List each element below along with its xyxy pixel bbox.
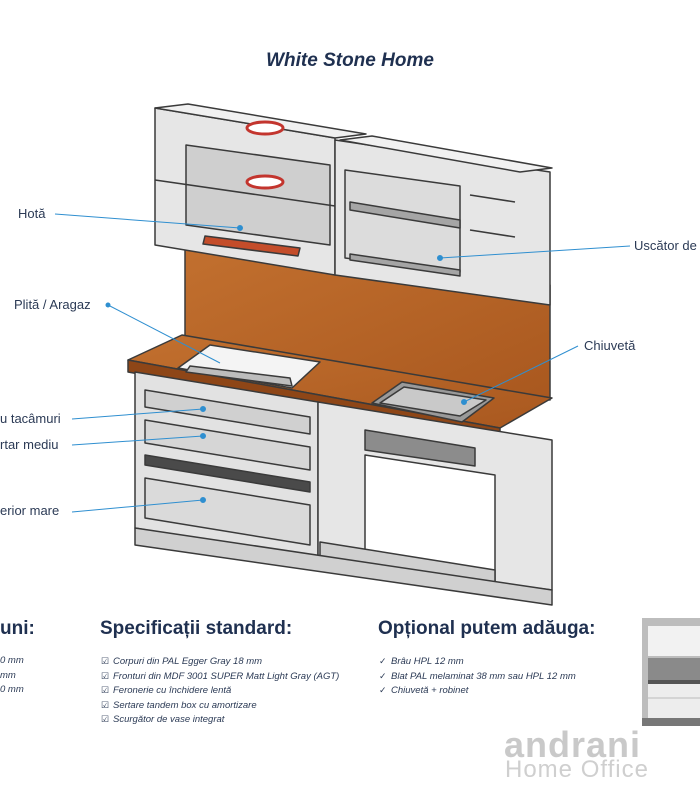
list-item: 0 mm	[0, 684, 24, 695]
list-item: 0 mm	[0, 655, 24, 666]
callout-hota: Hotă	[18, 206, 46, 221]
list-item: ☑Scurgător de vase integrat	[101, 714, 225, 725]
check-circle-icon: ☑	[101, 656, 110, 666]
callout-tacamuri: u tacâmuri	[0, 411, 61, 426]
kitchen-drawing	[54, 103, 631, 606]
optional-list: ✓Brâu HPL 12 mm ✓Blat PAL melaminat 38 m…	[379, 654, 576, 698]
list-item: ✓Blat PAL melaminat 38 mm sau HPL 12 mm	[379, 670, 576, 682]
optional-heading: Opțional putem adăuga:	[378, 618, 596, 639]
list-item: ✓Chiuvetă + robinet	[379, 685, 469, 696]
check-circle-icon: ☑	[101, 670, 110, 681]
check-circle-icon: ☑	[101, 685, 110, 695]
callout-uscator: Uscător de	[634, 238, 697, 253]
list-item: ☑Sertare tandem box cu amortizare	[101, 699, 257, 711]
check-circle-icon: ☑	[101, 699, 110, 710]
dimensions-list: 0 mm mm 0 mm	[0, 654, 24, 698]
check-icon: ✓	[379, 670, 387, 681]
check-icon: ✓	[379, 685, 387, 695]
page-title: White Stone Home	[266, 50, 434, 71]
list-item: ☑Corpuri din PAL Egger Gray 18 mm	[101, 656, 263, 667]
dimensions-heading: uni:	[0, 618, 35, 639]
brand-logo: andrani	[504, 724, 642, 765]
check-icon: ✓	[379, 656, 387, 666]
list-item: ☑Fronturi din MDF 3001 SUPER Matt Light …	[101, 670, 340, 682]
brand-tagline: Home Office	[505, 756, 649, 783]
hood-opening-mid	[245, 174, 285, 190]
kitchen-photo-thumbnail	[642, 618, 700, 726]
list-item: ☑Feronerie cu închidere lentă	[101, 685, 232, 696]
standard-specs-list: ☑Corpuri din PAL Egger Gray 18 mm ☑Front…	[101, 654, 339, 727]
list-item: mm	[0, 669, 16, 681]
check-circle-icon: ☑	[101, 714, 110, 724]
callout-chiuveta: Chiuvetă	[584, 338, 636, 353]
hood-opening-top	[245, 120, 285, 136]
list-item: ✓Brâu HPL 12 mm	[379, 656, 464, 667]
callout-plita: Plită / Aragaz	[14, 297, 91, 312]
callout-interior-mare: erior mare	[0, 503, 60, 518]
callout-sertar-mediu: rtar mediu	[0, 437, 59, 452]
standard-specs-heading: Specificații standard:	[100, 618, 293, 639]
